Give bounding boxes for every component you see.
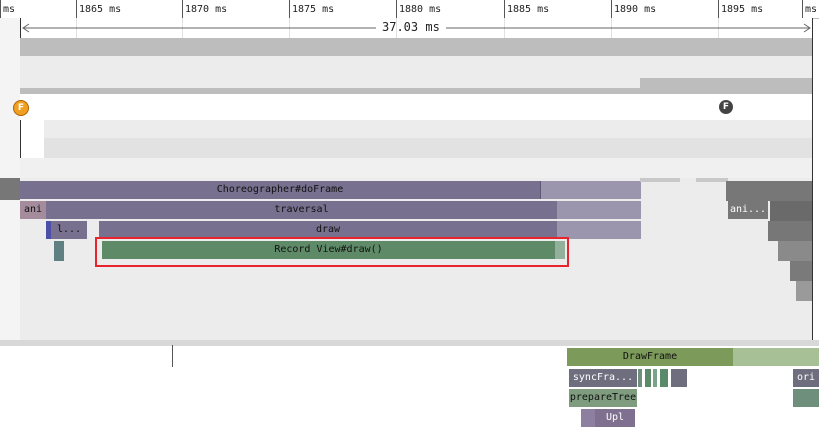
track-band[interactable]: [20, 38, 812, 56]
tick-label: ms: [3, 4, 16, 15]
slice-fragment[interactable]: [696, 178, 728, 182]
span-duration-label: 37.03 ms: [376, 20, 446, 34]
slice-preparetree[interactable]: prepareTree: [569, 389, 637, 407]
slice-fragment[interactable]: [581, 409, 595, 427]
frame-marker-f-icon[interactable]: F: [719, 100, 733, 114]
time-ruler[interactable]: ms 1865 ms 1870 ms 1875 ms 1880 ms 1885 …: [0, 0, 819, 19]
slice-fragment[interactable]: [796, 281, 812, 301]
slice-fragment[interactable]: [726, 181, 812, 201]
tick-label: 1895 ms: [721, 4, 764, 15]
slice-traversal-tail[interactable]: [557, 201, 641, 219]
slice-fragment[interactable]: [770, 201, 812, 221]
track-divider: [0, 340, 819, 346]
track-segment[interactable]: [640, 78, 812, 88]
slice-ori[interactable]: ori: [793, 369, 819, 387]
slice-choreographer-tail[interactable]: [541, 181, 641, 199]
slice-fragment[interactable]: [793, 389, 819, 407]
slice-fragment[interactable]: [638, 369, 642, 387]
slice-ani-right[interactable]: ani...: [728, 201, 768, 219]
tick: 1895 ms: [718, 0, 763, 18]
slice-draw-tail[interactable]: [557, 221, 641, 239]
slice-drawframe-tail[interactable]: [733, 348, 819, 366]
slice-fragment[interactable]: [645, 369, 651, 387]
track-band[interactable]: [20, 158, 812, 178]
slice-traversal[interactable]: traversal: [46, 201, 557, 219]
slice-choreographer-doframe[interactable]: Choreographer#doFrame: [20, 181, 541, 199]
tick-label: 1870 ms: [185, 4, 228, 15]
tick: 1875 ms: [289, 0, 334, 18]
slice-drawframe[interactable]: DrawFrame: [567, 348, 733, 366]
highlight-box: [95, 237, 569, 267]
slice-fragment[interactable]: [54, 241, 64, 261]
tick-label: 1890 ms: [614, 4, 657, 15]
slice-syncframe[interactable]: syncFra...: [569, 369, 637, 387]
slice-fragment[interactable]: [790, 261, 812, 281]
tick: 1880 ms: [396, 0, 441, 18]
tick-label: 1880 ms: [399, 4, 442, 15]
tick: ms: [0, 0, 15, 18]
tick: ms: [802, 0, 817, 18]
left-gutter: [0, 18, 20, 438]
frame-marker-f-icon[interactable]: F: [13, 100, 29, 116]
tick-label: ms: [805, 4, 818, 15]
slice-l-short[interactable]: l...: [51, 221, 87, 239]
slice-fragment[interactable]: [46, 221, 51, 239]
track-band[interactable]: [44, 120, 812, 138]
tick-label: 1865 ms: [79, 4, 122, 15]
slice-fragment[interactable]: [653, 369, 657, 387]
slice-fragment[interactable]: [671, 369, 687, 387]
slice-record-tail[interactable]: [555, 241, 565, 259]
tiny-slice[interactable]: [172, 345, 173, 367]
tick-label: 1885 ms: [507, 4, 550, 15]
slice-record-view-draw[interactable]: Record View#draw(): [102, 241, 555, 259]
slice-fragment[interactable]: [660, 369, 668, 387]
track-band[interactable]: [20, 88, 812, 94]
tick-label: 1875 ms: [292, 4, 335, 15]
tick: 1865 ms: [76, 0, 121, 18]
slice-ani[interactable]: ani: [20, 201, 46, 219]
frame-markers-track: [20, 94, 812, 120]
tick: 1890 ms: [611, 0, 656, 18]
slice-fragment[interactable]: [640, 178, 680, 182]
slice-fragment[interactable]: [768, 221, 812, 241]
selection-end-line: [812, 18, 813, 438]
slice-upl[interactable]: Upl: [595, 409, 635, 427]
tick: 1885 ms: [504, 0, 549, 18]
slice-fragment[interactable]: [778, 241, 812, 261]
slice-fragment[interactable]: [0, 178, 20, 200]
span-measure-row: 37.03 ms: [21, 18, 812, 38]
slice-draw[interactable]: draw: [99, 221, 557, 239]
tick: 1870 ms: [182, 0, 227, 18]
track-band[interactable]: [44, 138, 812, 158]
